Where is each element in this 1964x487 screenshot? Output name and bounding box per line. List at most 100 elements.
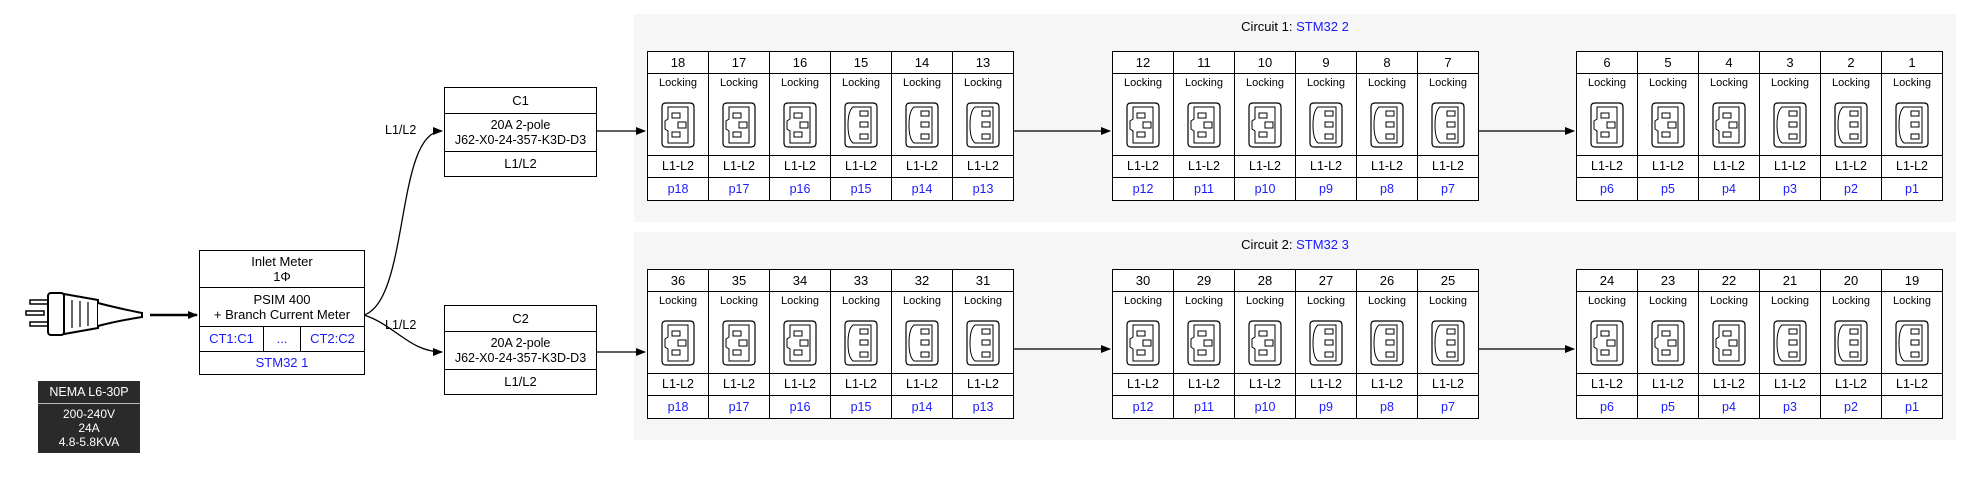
outlet-port-link[interactable]: p8 bbox=[1380, 182, 1394, 196]
outlet-port-link[interactable]: p9 bbox=[1319, 400, 1333, 414]
c13-outlet-icon bbox=[1882, 95, 1942, 156]
outlet-port-cell: p15 bbox=[831, 178, 891, 200]
outlet-port-link[interactable]: p15 bbox=[850, 182, 872, 196]
c13-outlet-icon bbox=[953, 313, 1013, 374]
outlet-port-link[interactable]: p5 bbox=[1661, 182, 1675, 196]
meter-controller-link[interactable]: STM32 1 bbox=[255, 355, 309, 370]
c19-outlet-icon bbox=[1638, 95, 1698, 156]
meter-body: PSIM 400 + Branch Current Meter bbox=[200, 288, 364, 327]
outlet-phase: L1-L2 bbox=[1418, 374, 1478, 396]
meter-controller-row: STM32 1 bbox=[200, 352, 364, 374]
outlet-locking-label: Locking bbox=[1649, 295, 1687, 307]
outlet-port-link[interactable]: p15 bbox=[850, 400, 872, 414]
breaker-part: J62-X0-24-357-K3D-D3 bbox=[454, 351, 587, 365]
outlet-port-link[interactable]: p11 bbox=[1194, 182, 1214, 196]
c13-outlet-icon bbox=[1357, 313, 1417, 374]
outlet-port-link[interactable]: p14 bbox=[911, 182, 933, 196]
c13-outlet-icon bbox=[1760, 313, 1820, 374]
ct-more-link[interactable]: ... bbox=[264, 327, 301, 351]
outlet-number: 11 bbox=[1174, 52, 1234, 74]
outlet-port-link[interactable]: p7 bbox=[1441, 182, 1455, 196]
outlet-port-cell: p10 bbox=[1235, 178, 1295, 200]
outlet-port-link[interactable]: p4 bbox=[1722, 182, 1736, 196]
circuit-1-controller-link[interactable]: STM32 2 bbox=[1296, 19, 1349, 34]
outlet-number: 13 bbox=[953, 52, 1013, 74]
breaker-name: C1 bbox=[445, 88, 596, 114]
outlet-phase: L1-L2 bbox=[831, 374, 891, 396]
outlet-locking-label: Locking bbox=[1124, 295, 1162, 307]
outlet-port-link[interactable]: p4 bbox=[1722, 400, 1736, 414]
outlet-port-link[interactable]: p11 bbox=[1194, 400, 1214, 414]
outlet-number: 3 bbox=[1760, 52, 1820, 74]
outlet-port-cell: p18 bbox=[648, 178, 708, 200]
outlet-port-link[interactable]: p1 bbox=[1905, 182, 1919, 196]
outlet-locking-label: Locking bbox=[1185, 77, 1223, 89]
outlet-number: 35 bbox=[709, 270, 769, 292]
outlet-number: 36 bbox=[648, 270, 708, 292]
nema-plug-icon bbox=[25, 292, 143, 336]
outlet-phase: L1-L2 bbox=[1882, 156, 1942, 178]
ct2-link[interactable]: CT2:C2 bbox=[310, 331, 355, 346]
c13-outlet-icon bbox=[831, 95, 891, 156]
outlet-phase: L1-L2 bbox=[1296, 374, 1356, 396]
c13-outlet-icon bbox=[892, 95, 952, 156]
outlet-phase: L1-L2 bbox=[1296, 156, 1356, 178]
outlet-number: 8 bbox=[1357, 52, 1417, 74]
outlet-port-link[interactable]: p1 bbox=[1905, 400, 1919, 414]
outlet-port-link[interactable]: p8 bbox=[1380, 400, 1394, 414]
breaker-spec: 20A 2-pole J62-X0-24-357-K3D-D3 bbox=[445, 332, 596, 370]
meter-ct-row: CT1:C1 ... CT2:C2 bbox=[200, 327, 364, 352]
outlet-port-link[interactable]: p10 bbox=[1254, 182, 1276, 196]
outlet-port-link[interactable]: p2 bbox=[1844, 182, 1858, 196]
outlet-port-link[interactable]: p16 bbox=[789, 182, 811, 196]
outlet-port-link[interactable]: p17 bbox=[728, 182, 750, 196]
outlet-port-link[interactable]: p2 bbox=[1844, 400, 1858, 414]
outlet-number: 22 bbox=[1699, 270, 1759, 292]
outlet-port-cell: p10 bbox=[1235, 396, 1295, 418]
outlet-port-link[interactable]: p9 bbox=[1319, 182, 1333, 196]
outlet-port-link[interactable]: p14 bbox=[911, 400, 933, 414]
outlet-number: 21 bbox=[1760, 270, 1820, 292]
outlet-port-link[interactable]: p3 bbox=[1783, 400, 1797, 414]
outlet-port-link[interactable]: p13 bbox=[972, 400, 994, 414]
outlet-phase: L1-L2 bbox=[1357, 374, 1417, 396]
outlet-port-link[interactable]: p10 bbox=[1254, 400, 1276, 414]
outlet-port-link[interactable]: p5 bbox=[1661, 400, 1675, 414]
breaker-part: J62-X0-24-357-K3D-D3 bbox=[454, 133, 587, 147]
outlet-port-link[interactable]: p6 bbox=[1600, 182, 1614, 196]
outlet-port-link[interactable]: p18 bbox=[667, 182, 689, 196]
outlet-port-link[interactable]: p12 bbox=[1132, 400, 1154, 414]
outlet-port-link[interactable]: p12 bbox=[1132, 182, 1154, 196]
outlet-locking-label: Locking bbox=[1185, 295, 1223, 307]
outlet-port-cell: p6 bbox=[1577, 396, 1637, 418]
outlet-phase: L1-L2 bbox=[1577, 156, 1637, 178]
outlet-port-link[interactable]: p16 bbox=[789, 400, 811, 414]
outlet-number: 28 bbox=[1235, 270, 1295, 292]
outlet-port-cell: p2 bbox=[1821, 178, 1881, 200]
ct1-link[interactable]: CT1:C1 bbox=[200, 327, 264, 351]
outlet-port-link[interactable]: p13 bbox=[972, 182, 994, 196]
outlet-port-link[interactable]: p18 bbox=[667, 400, 689, 414]
outlet-number: 10 bbox=[1235, 52, 1295, 74]
c13-outlet-icon bbox=[1821, 313, 1881, 374]
outlet-port-link[interactable]: p17 bbox=[728, 400, 750, 414]
circuit-2-controller-link[interactable]: STM32 3 bbox=[1296, 237, 1349, 252]
outlet-port-link[interactable]: p3 bbox=[1783, 182, 1797, 196]
outlet-port-link[interactable]: p6 bbox=[1600, 400, 1614, 414]
outlet-locking-label: Locking bbox=[1710, 77, 1748, 89]
outlet-port-link[interactable]: p7 bbox=[1441, 400, 1455, 414]
outlet-phase: L1-L2 bbox=[1418, 156, 1478, 178]
outlet-locking-label: Locking bbox=[1307, 295, 1345, 307]
outlet-number: 1 bbox=[1882, 52, 1942, 74]
outlet-number: 14 bbox=[892, 52, 952, 74]
outlet-number: 33 bbox=[831, 270, 891, 292]
